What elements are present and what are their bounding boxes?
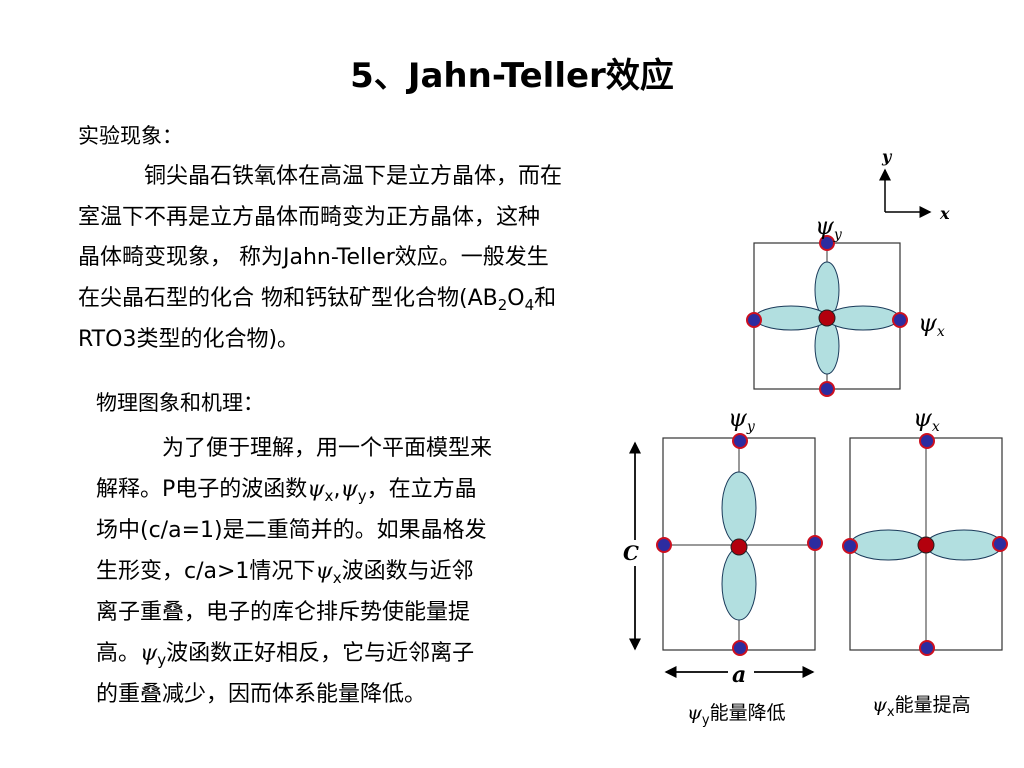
center-atom xyxy=(818,309,836,327)
caption-psi-y-lower: ψy能量降低 xyxy=(687,701,786,728)
cubic-field-diagram: ψy ψx xyxy=(746,212,945,397)
px-orbital-lobe-left xyxy=(754,305,828,331)
py-lobe-top xyxy=(721,471,757,545)
section1-heading: 实验现象： xyxy=(78,124,183,148)
section2-line-4: 生形变，c/a>1情况下ψx波函数与近邻 xyxy=(96,552,596,594)
formula-sub-2: 2 xyxy=(497,295,508,314)
psi-symbol: ψ xyxy=(872,694,887,716)
tetragonal-psi-x-diagram: ψx xyxy=(842,404,1008,656)
px-lobe-left xyxy=(849,529,927,561)
neighbor-ion-bottom xyxy=(919,640,935,656)
line2-end: ，在立方晶 xyxy=(366,476,477,502)
px-orbital-lobe-right xyxy=(826,305,900,331)
caption-psi-x-higher: ψx能量提高 xyxy=(872,693,971,720)
formula-sub-4: 4 xyxy=(524,295,535,314)
axis-indicator: y x xyxy=(879,147,950,223)
section1-line-1: 铜尖晶石铁氧体在高温下是立方晶体，而在 xyxy=(144,164,563,189)
section1-line-4-text: 在尖晶石型的化合 物和钙钛矿型化合物(AB xyxy=(78,285,498,311)
psi-sub-x: x xyxy=(332,568,342,587)
section2-line-5: 离子重叠，电子的库仑排斥势使能量提 xyxy=(96,600,471,625)
section2-paragraph: 为了便于理解，用一个平面模型来 解释。P电子的波函数ψx,ψy，在立方晶 场中(… xyxy=(96,429,596,716)
section1-line-3: 晶体畸变现象， 称为Jahn-Teller效应。一般发生 xyxy=(78,245,549,270)
center-atom xyxy=(730,538,748,556)
neighbor-ion-right xyxy=(992,536,1008,552)
psi-symbol: ψ xyxy=(340,476,358,502)
neighbor-ion-left xyxy=(656,537,672,553)
page-title: 5、Jahn-Teller效应 xyxy=(350,56,674,96)
center-atom xyxy=(917,536,935,554)
neighbor-ion-right xyxy=(892,312,908,328)
psi-sub-x: x xyxy=(886,705,895,720)
psi-y-label: ψy xyxy=(815,212,843,243)
caption-left-text: 能量降低 xyxy=(709,702,786,724)
y-axis-label: y xyxy=(881,147,893,166)
psi-sub-y: y xyxy=(357,486,367,505)
caption-right-text: 能量提高 xyxy=(894,694,971,716)
line6-start: 高。 xyxy=(96,640,141,666)
line4-start: 生形变，c/a>1情况下 xyxy=(96,558,316,584)
psi-symbol: ψ xyxy=(687,702,702,724)
neighbor-ion-bottom xyxy=(732,640,748,656)
section1-line-5: RTO3类型的化合物)。 xyxy=(78,327,300,352)
line6-end: 波函数正好相反，它与近邻离子 xyxy=(166,640,475,666)
psi-y-label: ψy xyxy=(728,404,756,435)
psi-x-label: ψx xyxy=(913,404,940,435)
section2-line-2: 解释。P电子的波函数ψx,ψy，在立方晶 xyxy=(96,470,596,512)
c-label: C xyxy=(623,541,639,565)
formula-tail: 和 xyxy=(534,285,557,311)
x-axis-label: x xyxy=(939,204,950,223)
section1-paragraph: 铜尖晶石铁氧体在高温下是立方晶体，而在 室温下不再是立方晶体而畸变为正方晶体，这… xyxy=(78,157,718,361)
a-label-bg xyxy=(728,660,754,684)
psi-sub-y: y xyxy=(701,713,710,728)
section2-line-3: 场中(c/a=1)是二重简并的。如果晶格发 xyxy=(96,518,487,543)
section2-line-1: 为了便于理解，用一个平面模型来 xyxy=(162,436,493,461)
a-label: a xyxy=(732,662,746,688)
section2-line-7: 的重叠减少，因而体系能量降低。 xyxy=(96,682,427,707)
section2-line-6: 高。ψy波函数正好相反，它与近邻离子 xyxy=(96,634,596,676)
psi-symbol: ψ xyxy=(307,476,325,502)
neighbor-ion-right xyxy=(807,535,823,551)
neighbor-ion-left xyxy=(842,538,858,554)
psi-sub-y: y xyxy=(157,650,167,669)
psi-comma: , xyxy=(333,476,341,502)
psi-x-label: ψx xyxy=(918,309,945,340)
psi-sub-x: x xyxy=(324,486,334,505)
neighbor-ion-bottom xyxy=(819,381,835,397)
neighbor-ion-top xyxy=(819,235,835,251)
neighbor-ion-top xyxy=(919,433,935,449)
psi-symbol: ψ xyxy=(315,558,333,584)
neighbor-ion-top xyxy=(732,433,748,449)
section1-line-2: 室温下不再是立方晶体而畸变为正方晶体，这种 xyxy=(78,204,541,230)
section2-heading: 物理图象和机理： xyxy=(96,391,264,415)
line4-end: 波函数与近邻 xyxy=(341,558,474,584)
line2-start: 解释。P电子的波函数 xyxy=(96,476,308,502)
tetragonal-psi-y-diagram: ψy C a xyxy=(622,404,823,688)
py-lobe-bottom xyxy=(721,547,757,621)
neighbor-ion-left xyxy=(746,312,762,328)
psi-symbol: ψ xyxy=(140,640,158,666)
px-lobe-right xyxy=(925,529,1003,561)
section1-line-4: 在尖晶石型的化合 物和钙钛矿型化合物(AB2O4和 xyxy=(78,279,718,321)
formula-o: O xyxy=(507,285,525,311)
c-label-bg xyxy=(622,540,648,566)
